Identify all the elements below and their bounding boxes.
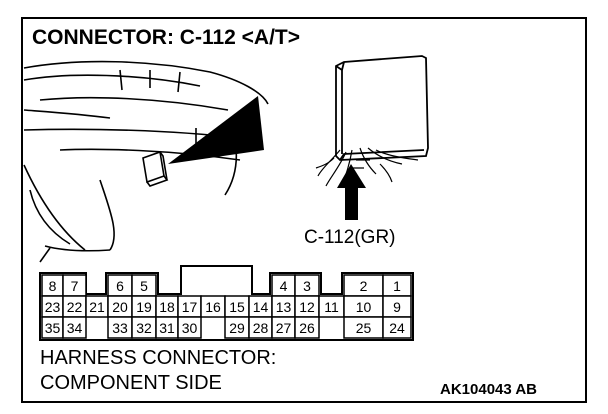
pin-21: 21 bbox=[89, 299, 105, 315]
connector-outline bbox=[39, 265, 414, 341]
wire-harness-illustration bbox=[315, 147, 419, 187]
component-label: C-112(GR) bbox=[304, 227, 396, 248]
dashboard-connector-shape bbox=[142, 150, 169, 187]
pin-19: 19 bbox=[136, 299, 152, 315]
pin-20: 20 bbox=[112, 299, 128, 315]
pin-29: 29 bbox=[229, 320, 245, 336]
dashboard-illustration bbox=[23, 60, 269, 263]
pin-33: 33 bbox=[112, 320, 128, 336]
diagram-title: CONNECTOR: C-112 <A/T> bbox=[32, 26, 300, 49]
pin-2: 2 bbox=[360, 278, 368, 294]
pin-34-cell bbox=[62, 316, 87, 339]
pin-23: 23 bbox=[45, 299, 61, 315]
pin-4: 4 bbox=[280, 278, 288, 294]
pin-16: 16 bbox=[205, 299, 221, 315]
figure-code: AK104043 AB bbox=[440, 381, 537, 398]
indicator-arrow bbox=[337, 164, 366, 220]
pin-31: 31 bbox=[159, 320, 175, 336]
control-unit-illustration bbox=[335, 55, 429, 161]
pin-22: 22 bbox=[67, 299, 83, 315]
pin-15: 15 bbox=[229, 299, 245, 315]
pin-27: 27 bbox=[276, 320, 292, 336]
pin-35: 35 bbox=[45, 320, 61, 336]
pin-10: 10 bbox=[356, 299, 372, 315]
pin-7: 7 bbox=[71, 278, 79, 294]
pin-12: 12 bbox=[299, 299, 315, 315]
pin-3: 3 bbox=[303, 278, 311, 294]
pin-14: 14 bbox=[253, 299, 269, 315]
pin-18: 18 bbox=[159, 299, 175, 315]
pin-26-cell bbox=[294, 316, 320, 339]
pin-5: 5 bbox=[140, 278, 148, 294]
caption-line-1: HARNESS CONNECTOR: bbox=[40, 347, 276, 369]
pin-9: 9 bbox=[393, 299, 401, 315]
pin-30: 30 bbox=[182, 320, 198, 336]
pin-24: 24 bbox=[389, 320, 405, 336]
pin-32: 32 bbox=[136, 320, 152, 336]
pointer-wedge bbox=[168, 96, 264, 164]
pin-25: 25 bbox=[356, 320, 372, 336]
caption-line-2: COMPONENT SIDE bbox=[40, 372, 222, 394]
pin-6: 6 bbox=[116, 278, 124, 294]
pin-26: 26 bbox=[299, 320, 315, 336]
pin-30-cell bbox=[177, 316, 202, 339]
pin-1: 1 bbox=[393, 278, 401, 294]
pin-24-cell bbox=[382, 316, 412, 339]
pin-17: 17 bbox=[182, 299, 198, 315]
pin-13: 13 bbox=[276, 299, 292, 315]
pin-34: 34 bbox=[67, 320, 83, 336]
pin-11: 11 bbox=[324, 299, 339, 315]
pin-8: 8 bbox=[49, 278, 57, 294]
pin-28: 28 bbox=[253, 320, 269, 336]
